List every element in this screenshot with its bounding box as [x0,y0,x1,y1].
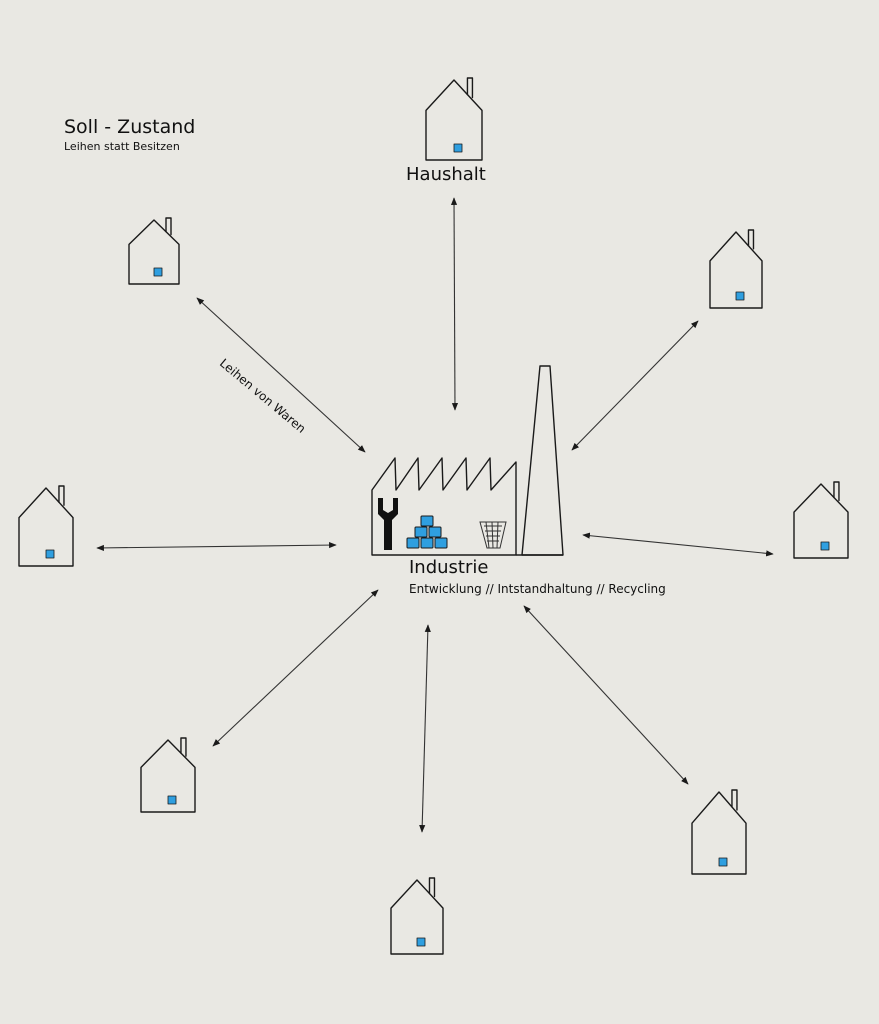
diagram-subtitle: Leihen statt Besitzen [64,140,180,153]
boxes-icon [406,515,448,549]
house-icon [128,217,180,285]
household-label: Haushalt [406,164,486,185]
recycling-bin-icon [479,521,507,549]
house-icon [140,737,196,813]
window-icon [167,795,177,805]
house-icon [793,481,849,559]
window-icon [820,541,830,551]
window-icon [718,857,728,867]
arrow-icon [212,589,379,747]
arrow-icon [96,542,337,551]
arrow-icon [582,532,774,557]
arrow-icon [450,197,459,411]
arrow-icon [419,624,431,833]
arrow-icon [571,320,699,451]
window-icon [153,267,163,277]
window-icon [416,937,426,947]
industry-functions: Entwicklung // Intstandhaltung // Recycl… [409,582,666,596]
factory-icon [371,457,517,556]
arrow-icon [196,297,366,453]
house-icon [390,877,444,955]
house-icon [709,229,763,309]
window-icon [453,143,463,153]
window-icon [45,549,55,559]
industry-label: Industrie [409,557,489,578]
house-icon [425,77,483,161]
house-icon [691,789,747,875]
house-icon [18,485,74,567]
window-icon [735,291,745,301]
chimney-icon [516,365,564,556]
wrench-icon [378,498,398,550]
diagram-title: Soll - Zustand [64,116,196,138]
arrow-icon [523,605,689,785]
